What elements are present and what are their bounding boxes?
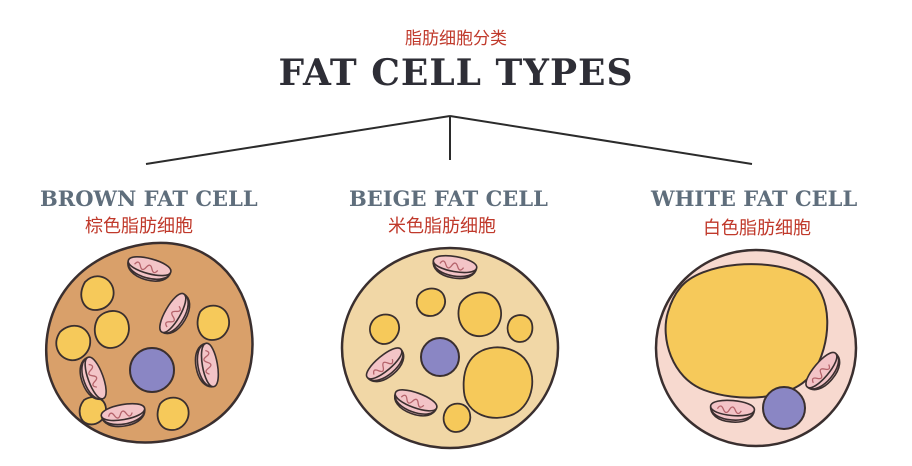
tree-branch-left xyxy=(145,115,451,165)
beige-fat-cell-label: BEIGE FAT CELL xyxy=(349,186,548,211)
page-title: FAT CELL TYPES xyxy=(278,52,634,94)
beige-fat-cell-label-cn: 米色脂肪细胞 xyxy=(388,216,496,237)
brown-lipid-droplets xyxy=(55,275,230,431)
subtitle-chinese: 脂肪细胞分类 xyxy=(405,29,507,49)
beige-nucleus xyxy=(420,337,460,377)
white-lipid-droplet xyxy=(664,263,829,399)
brown-fat-cell-label-cn: 棕色脂肪细胞 xyxy=(85,216,193,237)
beige-lipid-droplets xyxy=(369,287,534,433)
beige-fat-cell xyxy=(340,246,560,450)
white-fat-cell-label: WHITE FAT CELL xyxy=(651,186,858,211)
white-fat-cell xyxy=(654,248,858,448)
tree-branch-right xyxy=(449,115,753,165)
white-fat-cell-label-cn: 白色脂肪细胞 xyxy=(703,218,811,239)
brown-nucleus xyxy=(129,347,175,393)
brown-fat-cell-label: BROWN FAT CELL xyxy=(40,186,258,211)
white-nucleus xyxy=(762,386,806,430)
brown-fat-cell xyxy=(44,241,254,444)
